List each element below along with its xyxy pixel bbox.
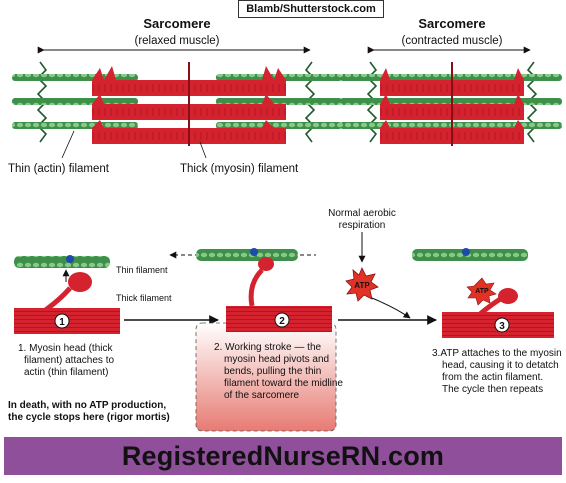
credit-box: Blamb/Shutterstock.com bbox=[238, 0, 384, 18]
atp-burst-icon bbox=[345, 267, 379, 302]
step2-text-line5: of the sarcomere bbox=[224, 390, 299, 401]
step2-text-line2: myosin head pivots and bbox=[224, 354, 329, 365]
step2-myosin-neck bbox=[248, 268, 264, 307]
thin-filament-label: Thin filament bbox=[116, 265, 168, 275]
step-3: ATP 3 3.ATP attaches to the myosin head,… bbox=[412, 248, 562, 395]
contracted-subtitle: (contracted muscle) bbox=[402, 35, 503, 47]
atp-source: Normal aerobic respiration ATP bbox=[328, 208, 411, 319]
contracted-myosin-filaments bbox=[380, 62, 524, 146]
step3-atp-label: ATP bbox=[475, 288, 489, 295]
atp-to-step3-arrow bbox=[371, 297, 411, 319]
step2-text-line4: filament toward the midline bbox=[224, 378, 343, 389]
thin-filament-pointer bbox=[61, 130, 75, 159]
step3-number: 3 bbox=[499, 321, 505, 332]
step2-badge bbox=[274, 312, 290, 328]
step1-number: 1 bbox=[59, 317, 65, 328]
step-1: 1 Thin filament Thick filament 1. Myosin… bbox=[14, 255, 172, 378]
step2-text-line3: bends, pulling the thin bbox=[224, 366, 321, 377]
thick-filament-pointer bbox=[199, 141, 207, 159]
aerobic-label-line2: respiration bbox=[339, 220, 386, 231]
death-note-line2: the cycle stops here (rigor mortis) bbox=[8, 412, 170, 423]
step1-badge bbox=[54, 313, 70, 329]
relaxed-myosin-filaments bbox=[92, 62, 286, 146]
relaxed-title: Sarcomere bbox=[143, 16, 210, 31]
step1-text-line1: 1. Myosin head (thick bbox=[18, 343, 113, 354]
step3-text-line3: from the actin filament. bbox=[442, 372, 543, 383]
step3-myosin-head bbox=[498, 288, 518, 304]
contracted-title: Sarcomere bbox=[418, 16, 485, 31]
relaxed-sarcomere: Sarcomere (relaxed muscle) bbox=[8, 16, 342, 175]
atp-label: ATP bbox=[354, 281, 370, 290]
contracted-actin-filaments bbox=[340, 74, 562, 129]
step3-badge bbox=[494, 317, 510, 333]
step3-text-line1: 3.ATP attaches to the myosin bbox=[432, 348, 562, 359]
death-note-line1: In death, with no ATP production, bbox=[8, 400, 166, 411]
thick-filament-label: Thick filament bbox=[116, 293, 172, 303]
step3-text-line2: head, causing it to detatch bbox=[442, 360, 559, 371]
step3-binding-site bbox=[462, 248, 470, 256]
step2-myosin-head bbox=[258, 257, 274, 271]
step2-actin bbox=[196, 249, 298, 261]
step-2: 2 2. Working stroke — the myosin head pi… bbox=[169, 248, 343, 401]
step1-text-line3: actin (thin filament) bbox=[24, 367, 108, 378]
step3-text-line4: The cycle then repeats bbox=[442, 384, 543, 395]
step1-myosin-head bbox=[68, 272, 92, 292]
thin-actin-label: Thin (actin) filament bbox=[8, 163, 110, 175]
step3-atp-burst-icon bbox=[466, 277, 497, 306]
step1-binding-site bbox=[66, 255, 74, 263]
relaxed-subtitle: (relaxed muscle) bbox=[135, 35, 220, 47]
aerobic-label-line1: Normal aerobic bbox=[328, 208, 396, 219]
thick-myosin-label: Thick (myosin) filament bbox=[180, 163, 299, 175]
step2-number: 2 bbox=[279, 316, 285, 327]
rigor-mortis-zone bbox=[195, 322, 337, 432]
step1-text-line2: filament) attaches to bbox=[24, 355, 114, 366]
step2-text-line1: 2. Working stroke — the bbox=[214, 342, 322, 353]
step1-actin bbox=[14, 256, 110, 268]
step2-binding-site bbox=[250, 248, 258, 256]
step3-actin bbox=[412, 249, 528, 261]
contracted-sarcomere: Sarcomere (contracted muscle) bbox=[340, 16, 562, 146]
footer-banner: RegisteredNurseRN.com bbox=[4, 437, 562, 475]
footer-site-name[interactable]: RegisteredNurseRN.com bbox=[121, 441, 445, 471]
